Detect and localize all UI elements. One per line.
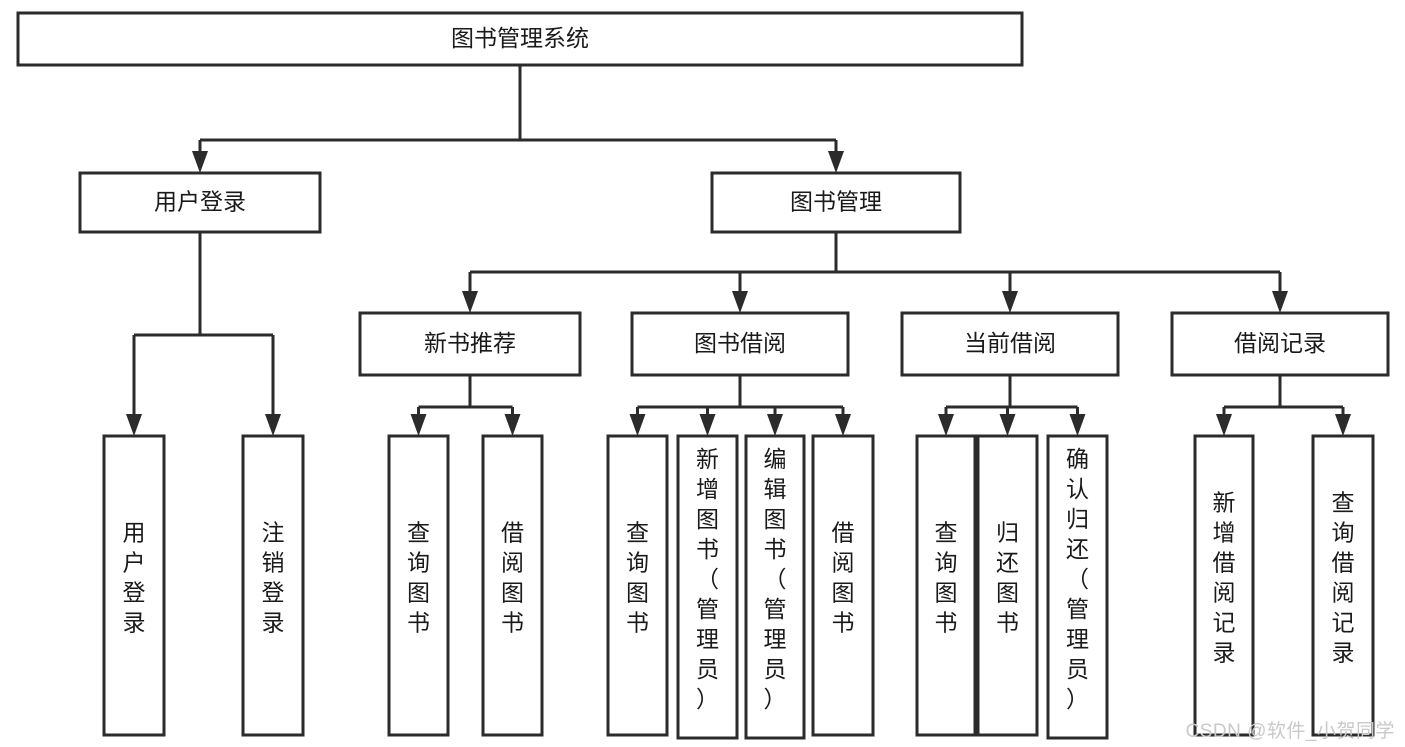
node-leaf-borrow-book-2-box (811, 434, 875, 737)
node-leaf-add-book-label: 新增图书（管理员） (696, 446, 719, 712)
arrow-head-icon (1335, 414, 1351, 436)
node-leaf-query-book-1-label: 查询图书 (407, 520, 430, 636)
node-book-manage-label: 图书管理 (790, 189, 882, 215)
node-leaf-add-book-box (676, 434, 739, 740)
node-leaf-confirm-return-label: 确认归还（管理员） (1066, 446, 1089, 712)
arrow-head-icon (462, 291, 478, 313)
node-leaf-user-login[interactable]: 用户登录 (102, 434, 166, 737)
arrow-head-icon (1272, 291, 1288, 313)
node-book-borrow[interactable]: 图书借阅 (630, 311, 850, 377)
node-leaf-query-record-label: 查询借阅记录 (1332, 490, 1355, 666)
node-user-login-label: 用户登录 (154, 189, 246, 215)
node-book-manage-box (710, 171, 962, 234)
node-book-borrow-box (630, 311, 850, 377)
node-book-manage[interactable]: 图书管理 (710, 171, 962, 234)
node-current-borrow-box (900, 311, 1120, 377)
node-leaf-user-login-label: 用户登录 (123, 520, 146, 636)
node-leaf-query-book-3[interactable]: 查询图书 (915, 434, 977, 737)
node-new-book-rec-label: 新书推荐 (424, 330, 516, 356)
node-borrow-record-label: 借阅记录 (1234, 330, 1326, 356)
arrow-head-icon (767, 414, 783, 436)
arrow-head-icon (835, 414, 851, 436)
node-leaf-query-book-3-box (915, 434, 977, 737)
node-leaf-borrow-book-1-box (481, 434, 544, 737)
arrow-head-icon (699, 414, 716, 436)
node-root-box (16, 11, 1024, 67)
node-current-borrow[interactable]: 当前借阅 (900, 311, 1120, 377)
connector-layer (126, 65, 1351, 436)
node-current-borrow-label: 当前借阅 (964, 330, 1056, 356)
node-leaf-add-record-label: 新增借阅记录 (1213, 490, 1236, 666)
arrow-head-icon (410, 414, 427, 436)
node-leaf-add-record[interactable]: 新增借阅记录 (1193, 434, 1255, 737)
node-leaf-query-book-2-box (606, 434, 669, 737)
node-borrow-record[interactable]: 借阅记录 (1170, 311, 1390, 377)
arrow-head-icon (999, 414, 1016, 436)
node-leaf-return-book-box (976, 434, 1039, 737)
arrow-head-icon (1002, 291, 1018, 313)
arrow-head-icon (265, 414, 281, 436)
node-leaf-borrow-book-1[interactable]: 借阅图书 (481, 434, 544, 737)
node-root[interactable]: 图书管理系统 (16, 11, 1024, 67)
node-user-login[interactable]: 用户登录 (78, 171, 322, 234)
node-leaf-user-logout-label: 注销登录 (262, 520, 285, 636)
node-new-book-rec[interactable]: 新书推荐 (358, 311, 582, 377)
arrow-head-icon (192, 151, 208, 173)
node-leaf-edit-book-box (744, 434, 806, 740)
node-leaf-edit-book[interactable]: 编辑图书（管理员） (744, 434, 806, 740)
node-leaf-query-book-1-box (387, 434, 450, 737)
node-user-login-box (78, 171, 322, 234)
node-leaf-return-book[interactable]: 归还图书 (976, 434, 1039, 737)
node-leaf-user-logout-box (241, 434, 305, 737)
arrow-head-icon (126, 414, 142, 436)
arrow-head-icon (629, 414, 646, 436)
node-leaf-user-logout[interactable]: 注销登录 (241, 434, 305, 737)
node-leaf-user-login-box (102, 434, 166, 737)
node-leaf-query-record[interactable]: 查询借阅记录 (1311, 434, 1375, 737)
node-leaf-return-book-label: 归还图书 (996, 520, 1019, 636)
arrow-head-icon (828, 151, 844, 173)
arrow-head-icon (1216, 414, 1232, 436)
node-leaf-add-record-box (1193, 434, 1255, 737)
node-root-label: 图书管理系统 (451, 25, 589, 51)
node-leaf-query-book-2[interactable]: 查询图书 (606, 434, 669, 737)
arrow-head-icon (1069, 414, 1086, 436)
node-leaf-add-book[interactable]: 新增图书（管理员） (676, 434, 739, 740)
arrow-head-icon (504, 414, 521, 436)
node-leaf-borrow-book-1-label: 借阅图书 (501, 520, 524, 636)
node-leaf-borrow-book-2[interactable]: 借阅图书 (811, 434, 875, 737)
arrow-head-icon (732, 291, 748, 313)
node-leaf-query-book-1[interactable]: 查询图书 (387, 434, 450, 737)
node-book-borrow-label: 图书借阅 (694, 330, 786, 356)
watermark-label: CSDN @软件_小贺同学 (1185, 721, 1395, 742)
node-leaf-confirm-return[interactable]: 确认归还（管理员） (1046, 434, 1109, 740)
node-layer: 图书管理系统用户登录图书管理新书推荐图书借阅当前借阅借阅记录用户登录注销登录查询… (16, 11, 1390, 740)
node-leaf-query-book-3-label: 查询图书 (935, 520, 958, 636)
node-leaf-edit-book-label: 编辑图书（管理员） (764, 446, 787, 712)
node-leaf-borrow-book-2-label: 借阅图书 (832, 520, 855, 636)
node-leaf-query-record-box (1311, 434, 1375, 737)
node-new-book-rec-box (358, 311, 582, 377)
node-borrow-record-box (1170, 311, 1390, 377)
arrow-head-icon (938, 414, 954, 436)
node-leaf-confirm-return-box (1046, 434, 1109, 740)
node-leaf-query-book-2-label: 查询图书 (626, 520, 649, 636)
